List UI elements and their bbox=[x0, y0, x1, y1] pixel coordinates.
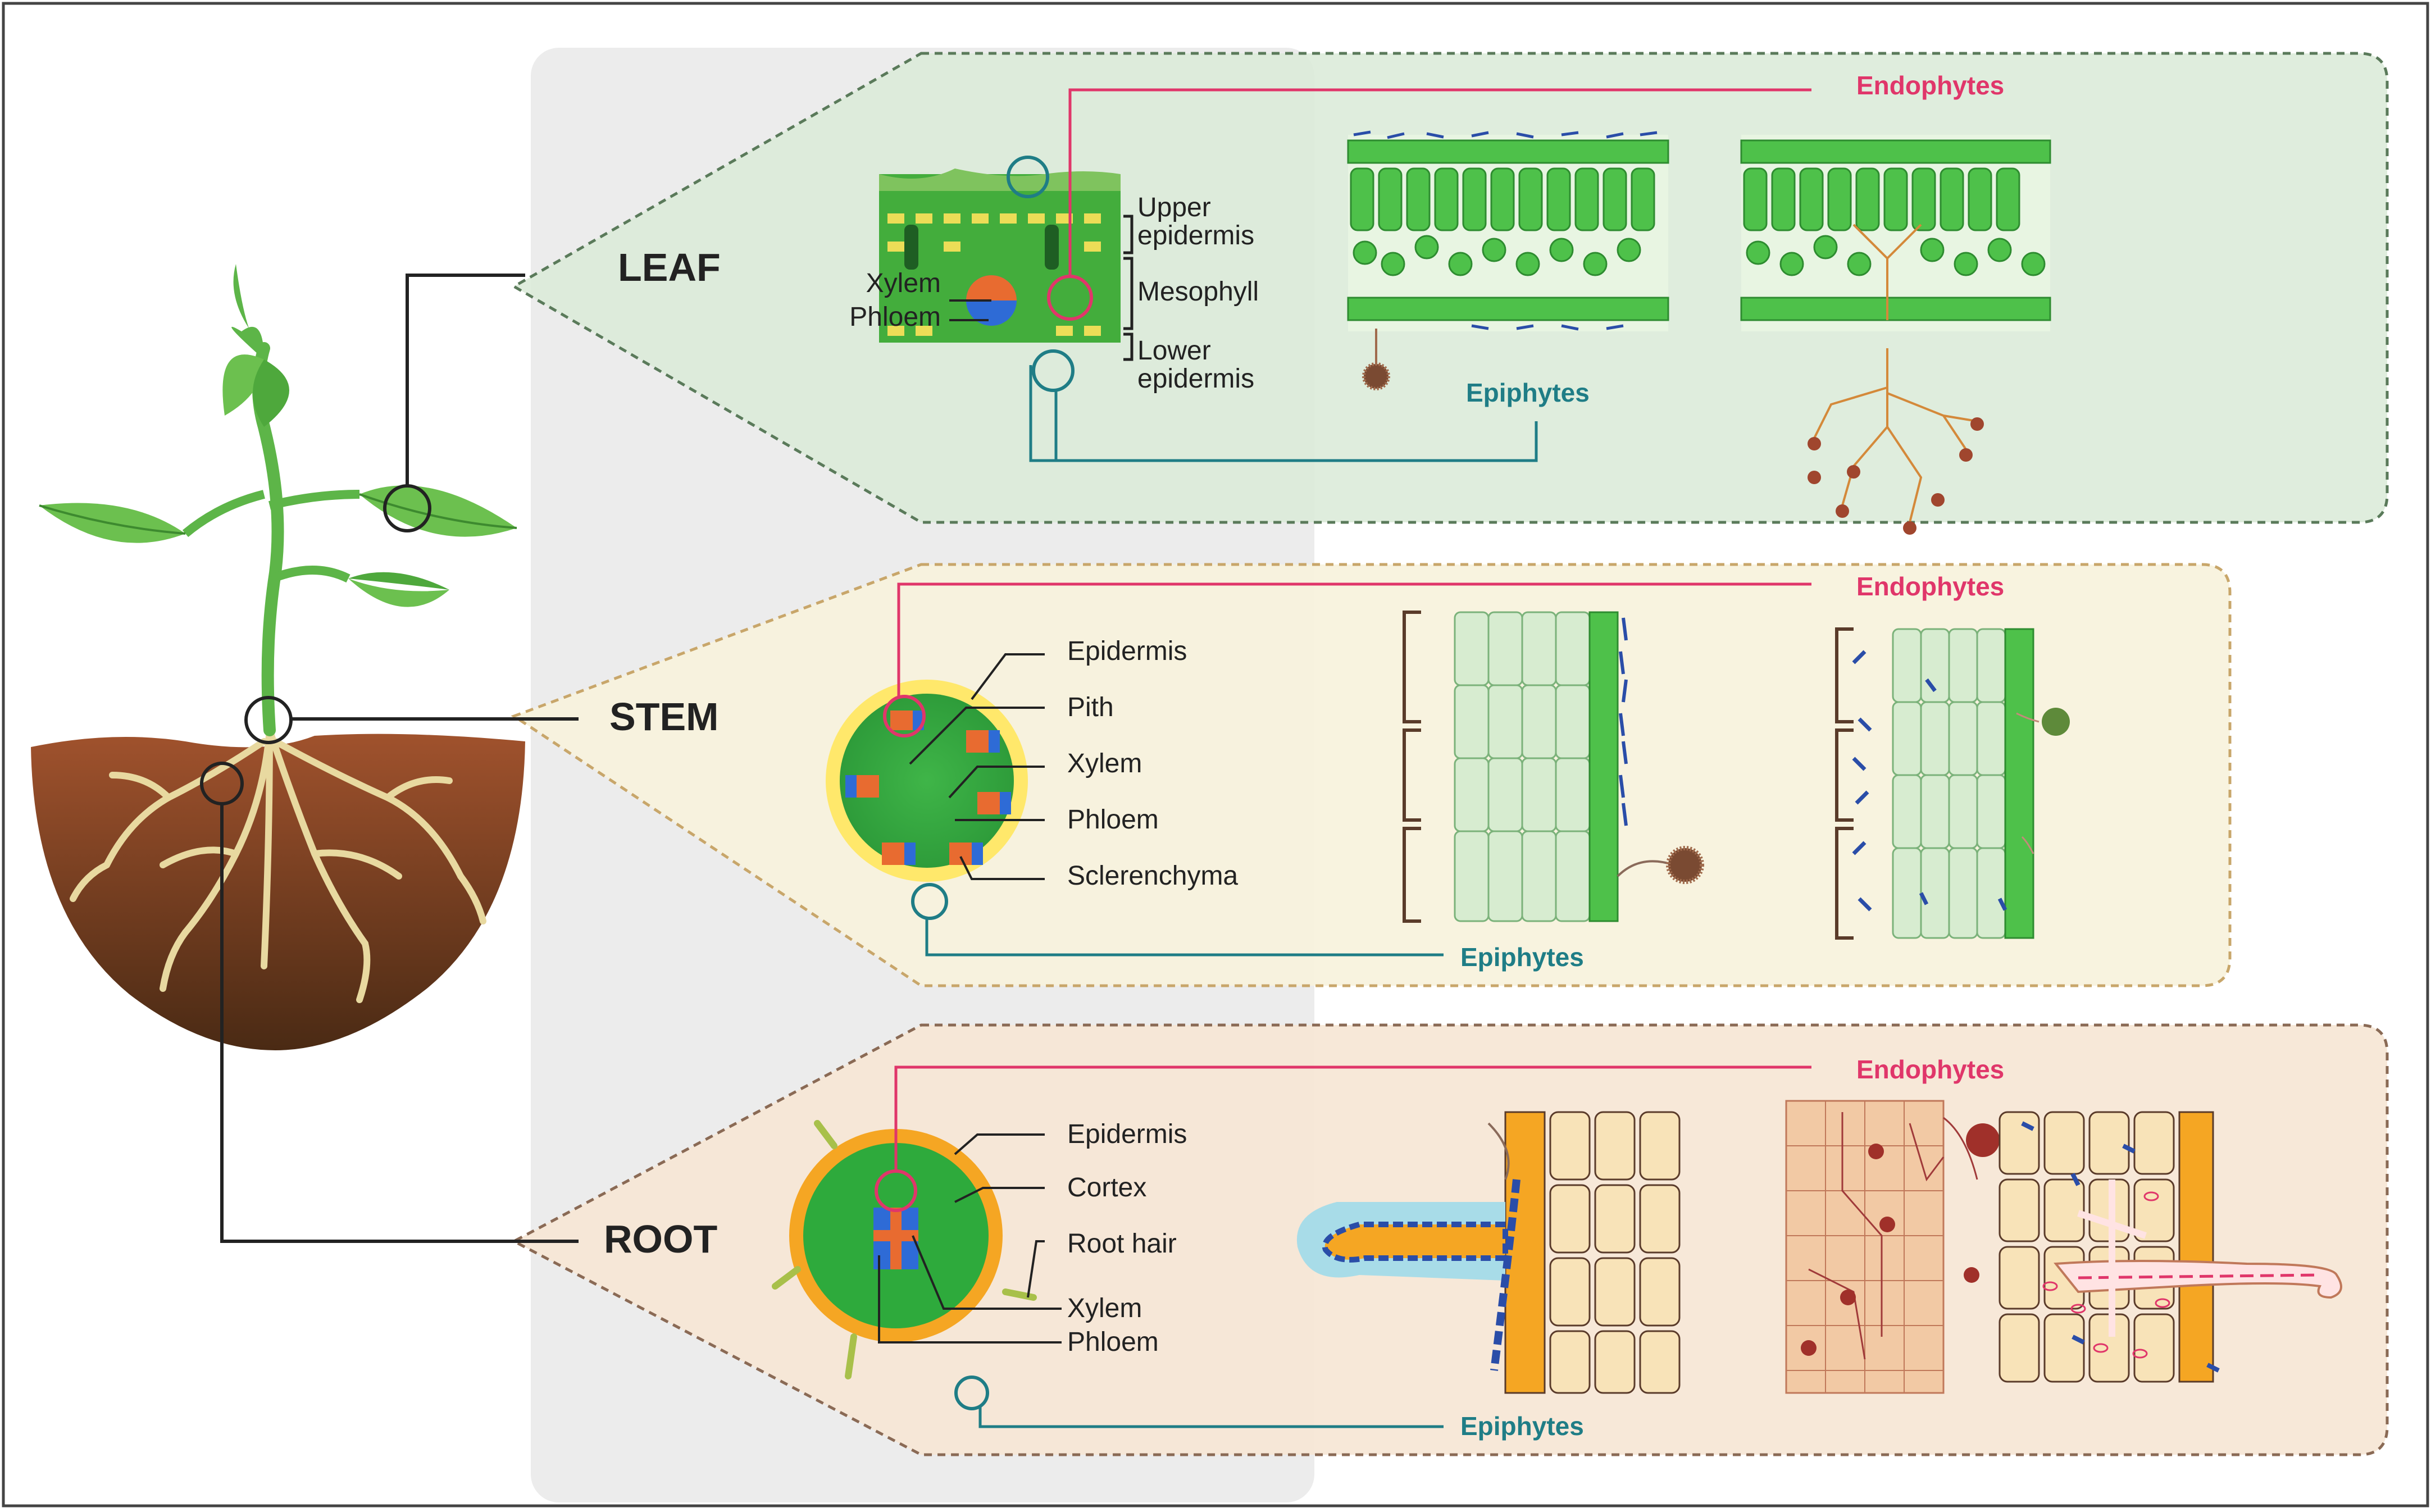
label-root: ROOT bbox=[604, 1217, 717, 1261]
root-epiphyte-line bbox=[978, 1407, 1444, 1428]
root-tissue-detail-endophyte-network bbox=[1785, 1100, 2000, 1394]
leaf-label-phloem: Phloem bbox=[849, 302, 941, 332]
stem-label-pith: Pith bbox=[1067, 693, 1114, 722]
stem-cross-section bbox=[826, 680, 1028, 920]
leaf-label-lower: Lower bbox=[1137, 336, 1211, 366]
leaf-epiphytes-label: Epiphytes bbox=[1466, 378, 1590, 407]
stem-label-sclerenchyma: Sclerenchyma bbox=[1067, 861, 1238, 891]
root-cross-section bbox=[772, 1120, 1037, 1410]
leaf-lower bbox=[348, 579, 449, 607]
root-endophytes-label: Endophytes bbox=[1856, 1055, 2004, 1084]
stem-endophyte-line bbox=[897, 582, 1811, 696]
root-label-xylem: Xylem bbox=[1067, 1294, 1142, 1323]
stem-epiphytes-label: Epiphytes bbox=[1460, 942, 1584, 972]
root-endophyte-line bbox=[894, 1065, 1811, 1171]
label-stem: STEM bbox=[609, 695, 718, 739]
roots bbox=[70, 727, 486, 1003]
leaf-label-upper-epidermis: epidermis bbox=[1137, 221, 1254, 251]
soil bbox=[31, 734, 525, 1050]
leaf-label-mesophyll: Mesophyll bbox=[1137, 277, 1259, 307]
leaf-connector bbox=[406, 274, 525, 486]
stem-tissue-detail-epiphytes bbox=[1403, 611, 1704, 923]
root-label-phloem: Phloem bbox=[1067, 1327, 1159, 1357]
root-label-cortex: Cortex bbox=[1067, 1173, 1146, 1203]
stem-epiphyte-line bbox=[925, 918, 1444, 957]
stem-label-xylem: Xylem bbox=[1067, 749, 1142, 778]
root-tissue-detail-endophyte-infection bbox=[1998, 1111, 2342, 1383]
root-epiphytes-label: Epiphytes bbox=[1460, 1411, 1584, 1441]
leaf-label-lower-epidermis: epidermis bbox=[1137, 364, 1254, 394]
root-label-root-hair: Root hair bbox=[1067, 1229, 1177, 1259]
root-label-epidermis: Epidermis bbox=[1067, 1119, 1187, 1149]
leaf-label-xylem: Xylem bbox=[866, 268, 941, 298]
stem-label-phloem: Phloem bbox=[1067, 805, 1159, 835]
leaf-tissue-detail-endophytes bbox=[1740, 135, 2051, 535]
leaf-cross-section bbox=[879, 156, 1121, 392]
leaf-endophytes-label: Endophytes bbox=[1856, 71, 2004, 100]
stem-endophytes-label: Endophytes bbox=[1856, 572, 2004, 601]
plant-illustration bbox=[31, 264, 579, 1243]
stem-label-epidermis: Epidermis bbox=[1067, 636, 1187, 666]
leaf-tissue-detail-epiphytes bbox=[1347, 130, 1669, 390]
leaf-top bbox=[222, 354, 264, 416]
leaf-epiphyte-line bbox=[1029, 365, 1538, 462]
leaf-label-upper: Upper bbox=[1137, 193, 1211, 222]
root-tissue-detail-epiphytes bbox=[1296, 1111, 1681, 1394]
stem-tissue-detail-endophytes bbox=[1835, 627, 2070, 940]
leaf-endophyte-line bbox=[1068, 88, 1811, 275]
label-leaf: LEAF bbox=[618, 245, 721, 289]
root-connector bbox=[220, 803, 579, 1243]
